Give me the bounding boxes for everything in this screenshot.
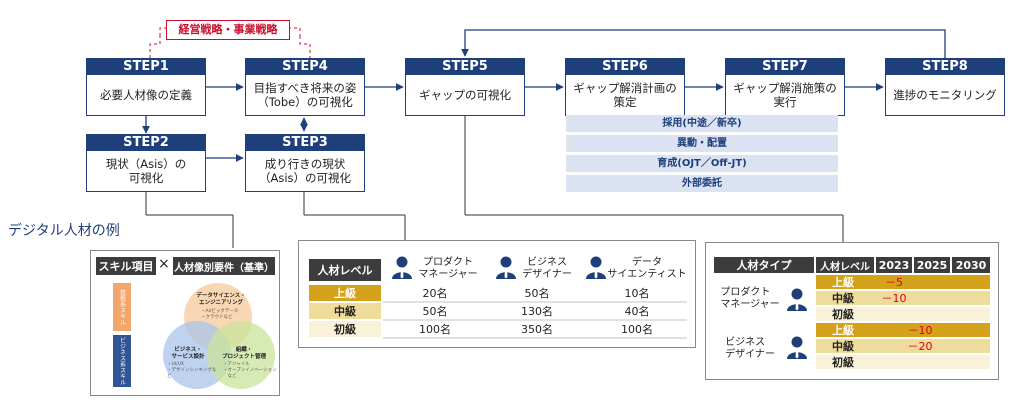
gap-year-2025: 2025	[914, 257, 950, 273]
circle1-title: データサイエンス・ エンジニアリング	[196, 293, 246, 306]
levels-cell: 50名	[422, 305, 448, 318]
gap-bd-junior: 初級	[816, 355, 990, 369]
levels-cell: 10名	[624, 287, 650, 300]
measure-recruit: 採用(中途／新卒)	[566, 115, 838, 132]
step8-body: 進捗のモニタリング	[893, 88, 997, 102]
gap-header-level: 人材レベル	[816, 257, 874, 273]
step6-box: STEP6 ギャップ解消計画の 策定	[565, 58, 685, 116]
step6-body: ギャップ解消計画の 策定	[573, 81, 677, 109]
levels-cell: 350名	[521, 323, 553, 336]
person-icon-bd	[496, 256, 516, 279]
gap-pm-mid-2023: －10	[881, 292, 907, 305]
step3-box: STEP3 成り行きの現状 （Asis）の可視化	[245, 134, 365, 192]
step4-body: 目指すべき将来の姿 （Tobe）の可視化	[253, 81, 357, 109]
levels-row-senior-label: 上級	[309, 285, 381, 301]
levels-col-bd: ビジネス デザイナー	[522, 257, 572, 280]
levels-cell: 100名	[419, 323, 451, 336]
levels-row-junior-label: 初級	[309, 321, 381, 337]
step5-box: STEP5 ギャップの可視化	[405, 58, 525, 116]
person-icon-gap-bd	[787, 336, 807, 359]
step1-title: STEP1	[87, 59, 205, 75]
gap-type-pm: プロダクト マネージャー	[720, 287, 780, 310]
measure-transfer: 異動・配置	[566, 135, 838, 152]
levels-cell: 50名	[524, 287, 550, 300]
levels-cell: 100名	[621, 323, 653, 336]
step4-title: STEP4	[246, 59, 364, 75]
gap-bd-senior: 上級	[816, 323, 990, 337]
step8-title: STEP8	[886, 59, 1004, 75]
step1-body: 必要人材像の定義	[100, 88, 192, 102]
gap-pm-junior: 初級	[816, 307, 990, 321]
skills-bar-tech: 技術系スキル	[113, 283, 131, 331]
step5-body: ギャップの可視化	[419, 88, 511, 102]
step2-box: STEP2 現状（Asis）の 可視化	[86, 134, 206, 192]
gap-header-type: 人材タイプ	[714, 257, 814, 273]
skills-header-left: スキル項目	[96, 257, 156, 275]
levels-cell: 20名	[422, 287, 448, 300]
step5-title: STEP5	[406, 59, 524, 75]
skills-venn	[163, 283, 275, 389]
person-icon-gap-pm	[787, 288, 807, 311]
skills-cross: ×	[158, 256, 170, 272]
step4-box: STEP4 目指すべき将来の姿 （Tobe）の可視化	[245, 58, 365, 116]
step1-box: STEP1 必要人材像の定義	[86, 58, 206, 116]
step2-title: STEP2	[87, 135, 205, 151]
step8-box: STEP8 進捗のモニタリング	[885, 58, 1005, 116]
levels-row-lines	[383, 301, 687, 339]
circle3-sub: ・アジャイル ・オープンイノベーション など	[223, 362, 277, 379]
gap-pm-senior: 上級	[816, 275, 990, 289]
levels-cell: 40名	[624, 305, 650, 318]
step2-body: 現状（Asis）の 可視化	[105, 157, 187, 185]
levels-col-ds: データ サイエンティスト	[607, 257, 687, 280]
gap-bd-mid: 中級	[816, 339, 990, 353]
gap-bd-senior-2023: －10	[907, 324, 933, 337]
measure-outsource: 外部委託	[566, 175, 838, 192]
circle2-title: ビジネス・ サービス設計	[171, 347, 205, 360]
step7-body: ギャップ解消施策の 実行	[733, 81, 837, 109]
gap-bd-mid-2023: －20	[907, 340, 933, 353]
strategy-label: 経営戦略・事業戦略	[166, 20, 290, 40]
gap-type-bd: ビジネス デザイナー	[725, 337, 775, 360]
levels-row-mid-label: 中級	[309, 303, 381, 319]
levels-panel: 人材レベル プロダクト マネージャー ビジネス デザイナー データ サイエンティ…	[298, 240, 696, 348]
section-title: デジタル人材の例	[8, 223, 120, 239]
step3-body: 成り行きの現状 （Asis）の可視化	[258, 157, 352, 185]
step6-title: STEP6	[566, 59, 684, 75]
gap-panel: 人材タイプ 人材レベル 2023 2025 2030 プロダクト マネージャー …	[705, 242, 999, 380]
gap-pm-senior-2023: －5	[885, 276, 903, 289]
levels-cell: 130名	[521, 305, 553, 318]
levels-header: 人材レベル	[309, 259, 381, 281]
step7-title: STEP7	[726, 59, 844, 75]
skills-panel: スキル項目 × 人材像別要件（基準） 技術系スキル ビジネス系スキル データサイ…	[90, 250, 280, 396]
gap-year-2023: 2023	[876, 257, 912, 273]
step7-box: STEP7 ギャップ解消施策の 実行	[725, 58, 845, 116]
step3-title: STEP3	[246, 135, 364, 151]
levels-col-pm: プロダクト マネージャー	[418, 257, 478, 280]
gap-year-2030: 2030	[952, 257, 990, 273]
person-icon-ds	[586, 256, 606, 279]
circle2-sub: ・UI/UX ・デザインシンキングなど	[167, 362, 217, 379]
circle3-title: 組織・ プロジェクト管理	[221, 347, 266, 360]
gap-pm-mid: 中級	[816, 291, 990, 305]
circle1-sub: ・AI/ビッグデータ ・クラウドなど	[201, 309, 239, 320]
person-icon-pm	[392, 256, 412, 279]
skills-bar-business: ビジネス系スキル	[113, 335, 131, 387]
measure-training: 育成(OJT／Off-JT)	[566, 155, 838, 172]
skills-header-right: 人材像別要件（基準）	[173, 257, 275, 275]
